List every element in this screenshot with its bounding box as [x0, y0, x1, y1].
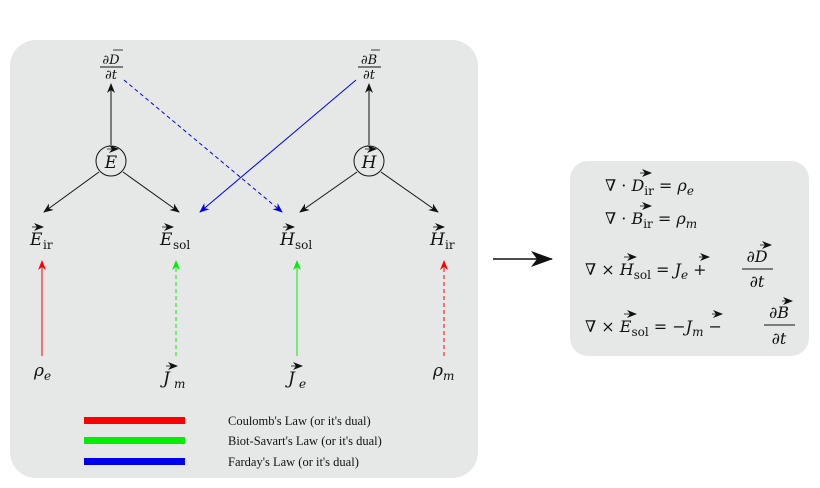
rho-e-symbol: ρ [33, 361, 44, 381]
eq2-rhs-sub: m [686, 217, 697, 231]
eq3-equals: = [651, 260, 675, 279]
H-sol-label: H sol [279, 223, 312, 252]
J-e-symbol: J [285, 369, 296, 389]
dB-dt-fraction: ∂B ∂t [358, 49, 381, 83]
dB-dt-denominator: ∂t [363, 68, 376, 83]
equation-curl-H: ∇ × Hsol = Je + ∂D ∂t [585, 241, 773, 291]
rho-m-subscript: m [443, 369, 454, 383]
J-m-label: J m [160, 362, 185, 391]
E-sol-subscript: sol [173, 238, 190, 252]
eq3-fraction-numerator: ∂D [746, 247, 767, 266]
eq4-rhs-sub: m [692, 325, 703, 339]
legend-swatch-green [84, 437, 185, 444]
eq1-lhs-sub: ir [644, 184, 654, 198]
dD-dt-denominator: ∂t [105, 68, 118, 83]
E-ir-label: E ir [29, 223, 53, 252]
J-m-symbol: J [160, 369, 171, 389]
eq3-text: ∇ × Hsol = Je + [585, 260, 707, 282]
eq1-lhs-var: D [630, 176, 644, 195]
eq4-operator: ∇ × [585, 317, 620, 336]
eq4-lhs-var: E [619, 317, 632, 336]
eq1-equals: = [654, 176, 678, 195]
E-ir-symbol: E [29, 230, 43, 250]
E-sol-label: E sol [159, 223, 190, 252]
J-e-label: J e [285, 362, 306, 391]
equation-curl-E: ∇ × Esol = −Jm − ∂B ∂t [585, 297, 795, 348]
eq4-rhs-var: J [683, 317, 694, 336]
H-node-label: H [361, 153, 378, 173]
H-field-node: H [353, 145, 385, 177]
faraday-arrow-dDdt-to-Hsol [123, 79, 283, 213]
equation-div-D: ∇ · Dir = ρe [605, 169, 694, 198]
H-ir-symbol: H [429, 230, 446, 250]
eq3-fraction-denominator: ∂t [750, 272, 765, 291]
eq4-text: ∇ × Esol = −Jm − [585, 317, 722, 339]
eq1-rhs-var: ρ [676, 176, 687, 195]
eq4-lhs-sub: sol [631, 325, 648, 339]
rho-e-subscript: e [44, 369, 51, 383]
eq2-equals: = [653, 209, 677, 228]
eq4-fraction-numerator: ∂B [769, 303, 789, 322]
eq2-rhs-var: ρ [675, 209, 686, 228]
legend-label-faraday: Farday's Law (or it's dual) [228, 455, 359, 469]
dB-dt-numerator: ∂B [361, 53, 377, 68]
H-sol-subscript: sol [295, 238, 312, 252]
E-ir-subscript: ir [43, 238, 53, 252]
arrow-E-to-Esol [122, 171, 180, 213]
J-m-subscript: m [174, 377, 185, 391]
E-sol-symbol: E [159, 230, 173, 250]
eq4-fraction-denominator: ∂t [772, 329, 787, 348]
eq2-lhs-var: B [630, 209, 643, 228]
eq2-lhs-sub: ir [643, 217, 653, 231]
rho-e-label: ρ e [33, 361, 51, 383]
legend-swatch-red [84, 417, 185, 424]
eq3-plus: + [688, 260, 707, 279]
eq1-operator: ∇ · [605, 176, 631, 195]
rho-m-symbol: ρ [432, 361, 443, 381]
arrow-E-to-Eir [43, 171, 100, 213]
legend-label-biot-savart: Biot-Savart's Law (or it's dual) [228, 434, 382, 448]
E-field-node: E [95, 145, 127, 177]
eq4-equals: = − [649, 317, 686, 336]
legend-swatch-blue [84, 458, 185, 465]
equations-panel [570, 161, 809, 356]
H-sol-symbol: H [279, 230, 296, 250]
dD-dt-numerator: ∂D [102, 53, 120, 68]
dD-dt-fraction: ∂D ∂t [100, 49, 123, 83]
eq2-text: ∇ · Bir = ρm [605, 209, 697, 231]
eq3-lhs-sub: sol [634, 268, 651, 282]
eq3-rhs-var: J [672, 260, 683, 279]
rho-m-label: ρ m [432, 361, 454, 383]
arrow-H-to-Hsol [299, 171, 358, 213]
eq2-operator: ∇ · [605, 209, 631, 228]
arrow-H-to-Hir [380, 171, 439, 213]
H-ir-label: H ir [429, 223, 455, 252]
eq3-operator: ∇ × [585, 260, 620, 279]
E-node-label: E [104, 153, 118, 173]
legend-label-coulomb: Coulomb's Law (or it's dual) [228, 414, 371, 428]
legend: Coulomb's Law (or it's dual) Biot-Savart… [84, 414, 382, 469]
eq1-rhs-sub: e [687, 184, 694, 198]
eq1-text: ∇ · Dir = ρe [605, 176, 694, 198]
equation-div-B: ∇ · Bir = ρm [605, 202, 697, 231]
J-e-subscript: e [299, 377, 306, 391]
eq3-lhs-var: H [619, 260, 635, 279]
left-panel [10, 40, 478, 478]
faraday-arrow-dBdt-to-Esol [199, 79, 357, 213]
eq3-rhs-sub: e [681, 268, 688, 282]
H-ir-subscript: ir [445, 238, 455, 252]
eq4-minus: − [703, 317, 722, 336]
